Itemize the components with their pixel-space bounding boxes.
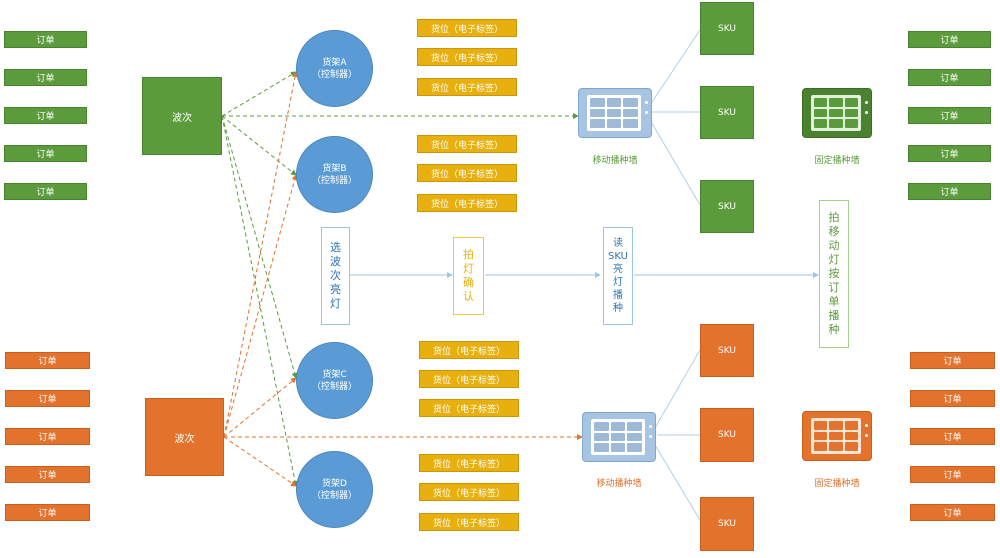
sku-green-1: SKU — [700, 2, 754, 55]
slot-d2: 货位（电子标签） — [419, 483, 519, 501]
fixed-wall-label-green: 固定播种墙 — [814, 156, 860, 166]
order-right-orange-2: 订单 — [910, 390, 995, 407]
order-left-orange-5: 订单 — [5, 504, 90, 521]
slot-a2: 货位（电子标签） — [417, 48, 517, 66]
slot-b2: 货位（电子标签） — [417, 164, 517, 182]
slot-d1: 货位（电子标签） — [419, 454, 519, 472]
shelf-c: 货架C（控制器） — [296, 342, 373, 419]
shelf-a: 货架A（控制器） — [296, 30, 373, 107]
order-left-green-5: 订单 — [4, 183, 87, 200]
slot-b1: 货位（电子标签） — [417, 135, 517, 153]
mobile-wall-label-orange: 移动播种墙 — [596, 479, 642, 489]
order-right-green-4: 订单 — [908, 145, 991, 162]
order-right-green-5: 订单 — [908, 183, 991, 200]
order-right-orange-3: 订单 — [910, 428, 995, 445]
order-left-orange-3: 订单 — [5, 428, 90, 445]
slot-b3: 货位（电子标签） — [417, 194, 517, 212]
order-left-green-4: 订单 — [4, 145, 87, 162]
wave-green: 波次 — [142, 77, 222, 155]
order-left-orange-4: 订单 — [5, 466, 90, 483]
fixed-wall-label-orange: 固定播种墙 — [814, 479, 860, 489]
step-select-wave: 选波次亮灯 — [321, 227, 350, 325]
slot-c2: 货位（电子标签） — [419, 370, 519, 388]
sku-green-2: SKU — [700, 86, 754, 139]
mobile-wall-label-green: 移动播种墙 — [592, 156, 638, 166]
fixed-wall-green — [802, 88, 872, 138]
order-right-orange-4: 订单 — [910, 466, 995, 483]
sku-orange-3: SKU — [700, 497, 754, 551]
slot-c3: 货位（电子标签） — [419, 399, 519, 417]
step-move-seed: 拍移动灯按订单播种 — [819, 200, 849, 348]
slot-a1: 货位（电子标签） — [417, 19, 517, 37]
order-left-green-3: 订单 — [4, 107, 87, 124]
order-right-green-1: 订单 — [908, 31, 991, 48]
slot-a3: 货位（电子标签） — [417, 78, 517, 96]
order-right-green-2: 订单 — [908, 69, 991, 86]
slot-c1: 货位（电子标签） — [419, 341, 519, 359]
step-pick-confirm: 拍灯确认 — [453, 237, 484, 315]
order-left-green-2: 订单 — [4, 69, 87, 86]
sku-green-3: SKU — [700, 180, 754, 233]
mobile-wall-tablet-orange — [582, 412, 656, 462]
sku-orange-2: SKU — [700, 408, 754, 462]
order-right-green-3: 订单 — [908, 107, 991, 124]
order-left-green-1: 订单 — [4, 31, 87, 48]
shelf-b: 货架B（控制器） — [296, 136, 373, 213]
sku-orange-1: SKU — [700, 324, 754, 377]
order-right-orange-1: 订单 — [910, 352, 995, 369]
slot-d3: 货位（电子标签） — [419, 513, 519, 531]
shelf-d: 货架D（控制器） — [296, 451, 373, 528]
mobile-wall-tablet-green — [578, 88, 652, 138]
order-left-orange-1: 订单 — [5, 352, 90, 369]
order-right-orange-5: 订单 — [910, 504, 995, 521]
wave-orange: 波次 — [145, 398, 224, 476]
order-left-orange-2: 订单 — [5, 390, 90, 407]
fixed-wall-orange — [802, 411, 872, 461]
